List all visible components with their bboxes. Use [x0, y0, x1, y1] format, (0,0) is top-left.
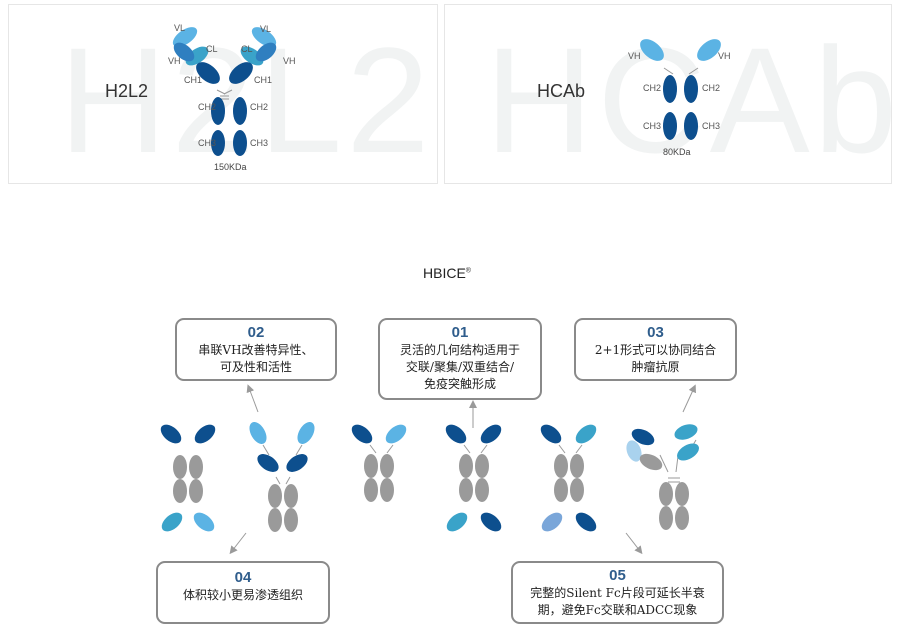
feature-text: 完整的Silent Fc片段可延长半衰 期，避免Fc交联和ADCC现象	[530, 586, 705, 617]
hbice-molecule-2	[249, 422, 315, 532]
arrow-03	[682, 384, 696, 413]
h2l2-vl-left-label: VL	[174, 23, 185, 33]
h2l2-antibody: VL CL VH CH1 CH2 CH3 VL CL VH CH1 CH2 CH…	[168, 23, 296, 172]
feature-box-02: 02 串联VH改善特异性、 可及性和活性	[175, 318, 337, 381]
hcab-ch3-right-label: CH3	[702, 121, 720, 131]
hcab-ch3-left-label: CH3	[643, 121, 661, 131]
feature-box-04: 04 体积较小更易渗透组织	[156, 561, 330, 624]
h2l2-vh-left-label: VH	[168, 56, 181, 66]
feature-number: 05	[609, 567, 626, 584]
hbice-title: HBICE®	[423, 265, 471, 281]
hcab-vh-left-label: VH	[628, 51, 641, 61]
hbice-title-text: HBICE	[423, 265, 466, 281]
hbice-molecule-1	[160, 424, 216, 532]
hcab-vh-right-label: VH	[718, 51, 731, 61]
feature-box-05: 05 完整的Silent Fc片段可延长半衰 期，避免Fc交联和ADCC现象	[511, 561, 724, 624]
feature-number: 04	[234, 569, 252, 586]
arrow-04	[229, 532, 247, 555]
hcab-ch2-left-label: CH2	[643, 83, 661, 93]
hcab-kda-label: 80KDa	[663, 147, 691, 157]
h2l2-ch3-left-label: CH3	[198, 138, 216, 148]
feature-text: 2+1形式可以协同结合 肿瘤抗原	[594, 343, 717, 374]
registered-mark: ®	[465, 267, 471, 275]
hcab-antibody: VH VH CH2 CH2 CH3 CH3 80KDa	[628, 39, 731, 157]
arrow-02	[246, 384, 259, 413]
feature-box-03: 03 2+1形式可以协同结合 肿瘤抗原	[574, 318, 737, 381]
feature-text: 串联VH改善特异性、 可及性和活性	[198, 343, 314, 374]
h2l2-label: H2L2	[105, 81, 149, 101]
hbice-molecule-4	[445, 424, 502, 532]
h2l2-cl-right-label: CL	[241, 44, 253, 54]
h2l2-kda-label: 150KDa	[214, 162, 247, 172]
feature-text: 体积较小更易渗透组织	[182, 588, 303, 602]
hcab-ch2-right-label: CH2	[702, 83, 720, 93]
h2l2-ch1-right-label: CH1	[254, 75, 272, 85]
arrow-05	[625, 532, 643, 555]
hbice-molecule-5	[540, 424, 597, 532]
feature-number: 01	[451, 324, 469, 341]
hbice-molecule-6	[626, 424, 699, 530]
h2l2-vh-right-label: VH	[283, 56, 296, 66]
h2l2-cl-left-label: CL	[206, 44, 218, 54]
hbice-molecule-3	[351, 424, 407, 502]
h2l2-vl-right-label: VL	[260, 24, 271, 34]
feature-number: 03	[647, 324, 664, 341]
h2l2-ch2-right-label: CH2	[250, 102, 268, 112]
feature-box-01: 01 灵活的几何结构适用于 交联/聚集/双重结合/ 免疫突触形成	[378, 318, 542, 400]
h2l2-ch3-right-label: CH3	[250, 138, 268, 148]
feature-text: 灵活的几何结构适用于 交联/聚集/双重结合/ 免疫突触形成	[399, 343, 520, 391]
h2l2-ch2-left-label: CH2	[198, 102, 216, 112]
hcab-label: HCAb	[537, 81, 586, 101]
feature-number: 02	[247, 324, 265, 341]
h2l2-ch1-left-label: CH1	[184, 75, 202, 85]
